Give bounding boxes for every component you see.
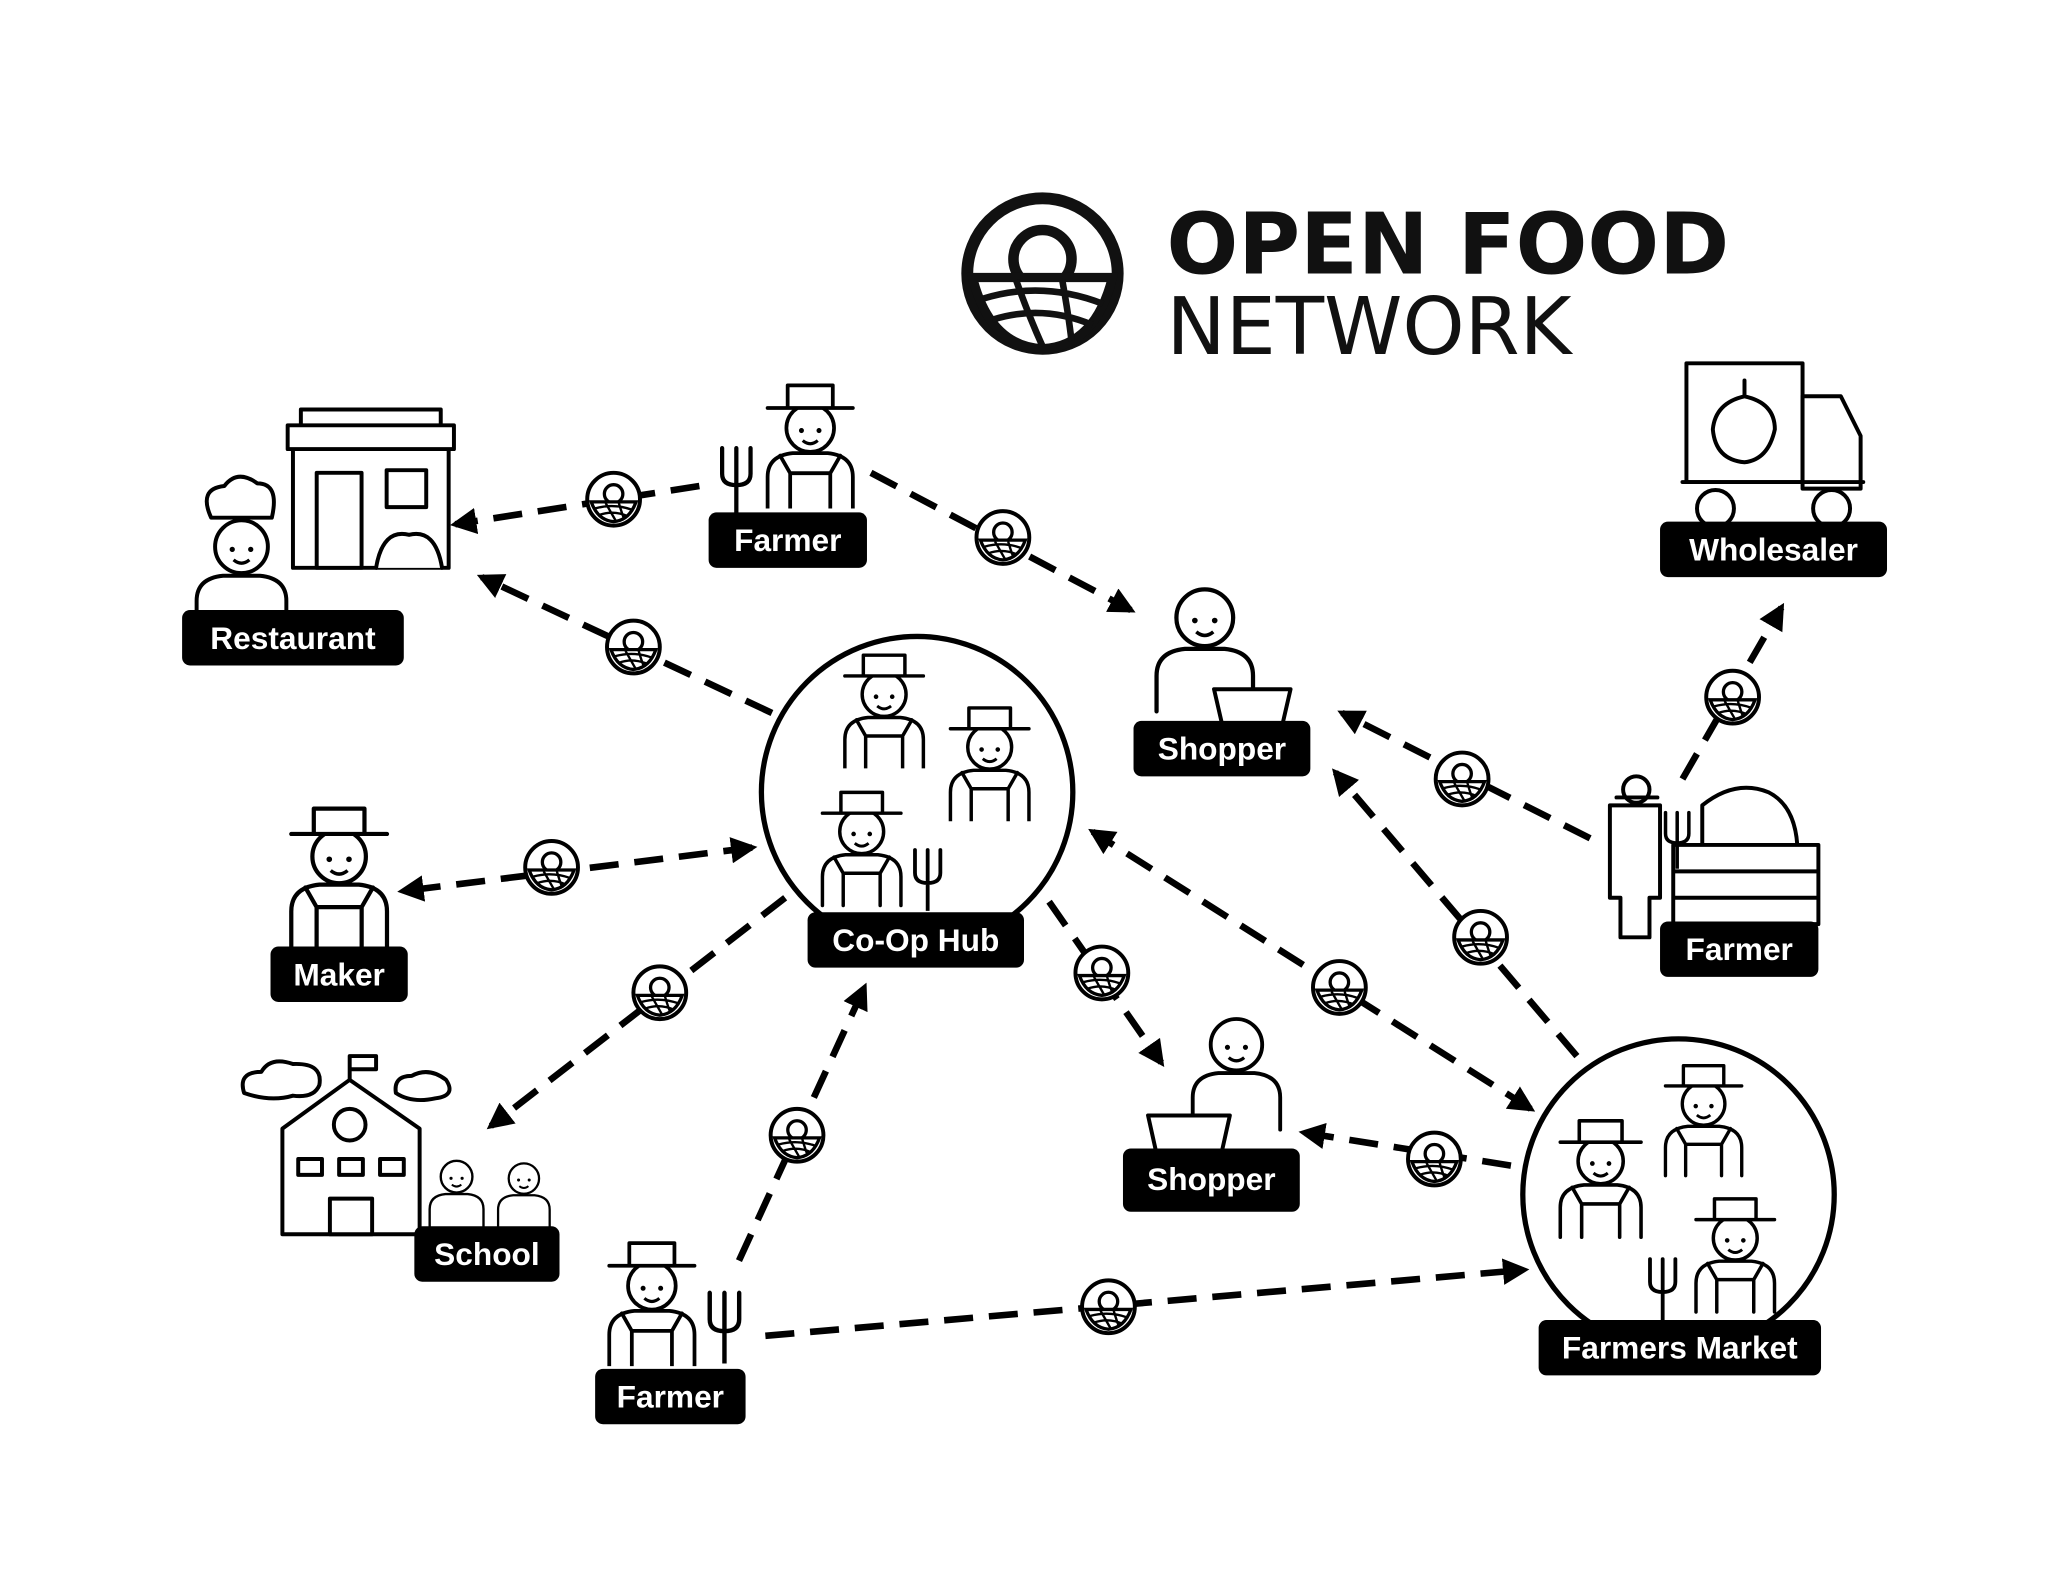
child-icon	[496, 1161, 552, 1231]
basket-icon	[974, 509, 1032, 566]
logo-title-line1: OPEN FOOD	[1167, 196, 1730, 294]
node-label: School	[434, 1236, 540, 1272]
edge-hub-maker	[397, 837, 758, 902]
node-label: Farmer	[617, 1379, 724, 1415]
node-label: Farmer	[1686, 931, 1793, 967]
farmer-bottom-node[interactable]: Farmer	[595, 1243, 746, 1425]
edge-farmer-restaurant	[450, 482, 700, 535]
node-label: Farmer	[734, 522, 841, 558]
basket-logo-icon	[961, 192, 1124, 355]
store-icon	[285, 407, 456, 570]
basket-icon	[1704, 668, 1761, 726]
school-node[interactable]: School	[240, 1054, 560, 1282]
node-label: Wholesaler	[1689, 531, 1858, 567]
node-label: Shopper	[1147, 1161, 1275, 1197]
basket-icon	[585, 470, 642, 528]
edge-hub-school	[486, 895, 788, 1130]
shopper-bottom-node[interactable]: Shopper	[1122, 1019, 1300, 1212]
shopper-top-node[interactable]: Shopper	[1133, 589, 1311, 777]
basket-icon	[1080, 1278, 1137, 1336]
farmer-icon	[609, 1243, 694, 1366]
edge-market-hub	[1088, 828, 1536, 1112]
basket-icon	[1073, 944, 1131, 1002]
farmer-top-node[interactable]: Farmer	[708, 385, 867, 568]
node-label: Maker	[293, 956, 385, 992]
logo-title-line2: NETWORK	[1167, 281, 1574, 373]
pitchfork-icon	[722, 448, 750, 516]
basket-icon	[1406, 1130, 1463, 1188]
coop-hub-node[interactable]: Co-Op Hub	[807, 912, 1024, 968]
node-label: Co-Op Hub	[832, 922, 999, 958]
delivery-truck-icon	[1680, 361, 1866, 529]
shopper-icon	[1193, 1019, 1280, 1130]
basket-icon	[605, 618, 662, 676]
pitchfork-icon	[710, 1293, 739, 1364]
wholesaler-node[interactable]: Wholesaler	[1660, 361, 1888, 578]
shopping-basket-icon	[1146, 1113, 1232, 1154]
restaurant-node[interactable]: Restaurant	[182, 407, 456, 666]
school-building-icon	[240, 1054, 452, 1237]
basket-icon	[1433, 750, 1491, 808]
farmers-market-node[interactable]: Farmers Market	[1538, 1319, 1822, 1376]
basket-icon	[1452, 908, 1509, 966]
node-label: Shopper	[1158, 731, 1286, 767]
edge-market-shopper-bottom	[1298, 1122, 1512, 1169]
node-label: Farmers Market	[1562, 1330, 1798, 1366]
farm-barn-icon	[1607, 774, 1821, 940]
basket-icon	[1311, 959, 1368, 1016]
basket-icon	[523, 839, 580, 896]
logo: OPEN FOOD NETWORK	[961, 192, 1730, 373]
maker-icon	[291, 809, 387, 947]
node-label: Restaurant	[210, 620, 376, 656]
shopping-basket-icon	[1212, 687, 1293, 726]
edge-farmer-market	[765, 1258, 1530, 1340]
chef-icon	[197, 474, 287, 634]
edge-market-shopper-top	[1332, 768, 1580, 1059]
basket-icon	[768, 1106, 826, 1164]
maker-node[interactable]: Maker	[270, 809, 408, 1002]
basket-icon	[631, 964, 689, 1022]
farmer-right-node[interactable]: Farmer	[1607, 774, 1821, 977]
farmer-icon	[768, 385, 853, 508]
child-icon	[428, 1159, 486, 1231]
